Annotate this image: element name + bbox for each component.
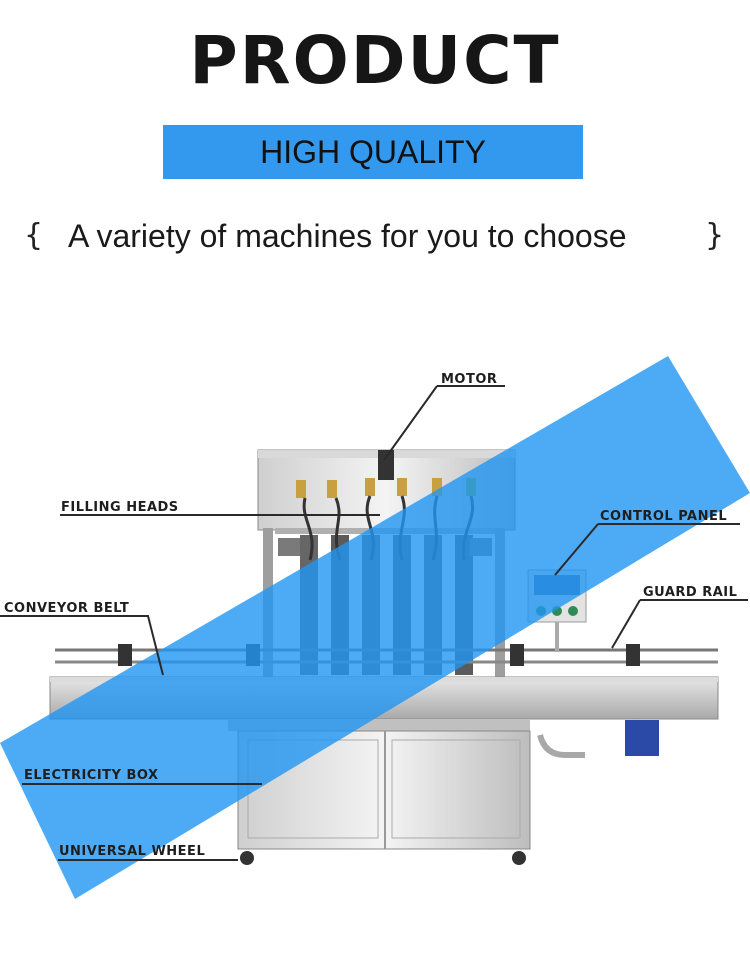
label-universal-wheel: UNIVERSAL WHEEL xyxy=(59,844,206,859)
wheel-right xyxy=(512,851,526,865)
diagonal-stripe xyxy=(0,356,750,899)
valve-left xyxy=(278,538,300,556)
conveyor-motor xyxy=(625,720,659,756)
banner-text: HIGH QUALITY xyxy=(260,134,486,170)
right-brace: } xyxy=(705,218,725,253)
wheel-left xyxy=(240,851,254,865)
label-electricity-box: ELECTRICITY BOX xyxy=(24,768,159,783)
label-conveyor-belt: CONVEYOR BELT xyxy=(4,601,130,616)
subtitle-row: { A variety of machines for you to choos… xyxy=(0,218,750,262)
label-filling-heads: FILLING HEADS xyxy=(61,500,179,515)
pipe xyxy=(537,734,585,758)
label-control-panel: CONTROL PANEL xyxy=(600,509,728,524)
quality-banner: HIGH QUALITY xyxy=(163,125,583,179)
motor-unit xyxy=(378,450,394,480)
machine-illustration xyxy=(0,356,750,899)
label-guard-rail: GUARD RAIL xyxy=(643,585,738,600)
subtitle-text: A variety of machines for you to choose xyxy=(68,218,627,254)
label-motor: MOTOR xyxy=(441,372,498,387)
left-brace: { xyxy=(24,218,44,253)
page-title: PRODUCT xyxy=(189,22,561,99)
leader-lines xyxy=(0,385,748,861)
